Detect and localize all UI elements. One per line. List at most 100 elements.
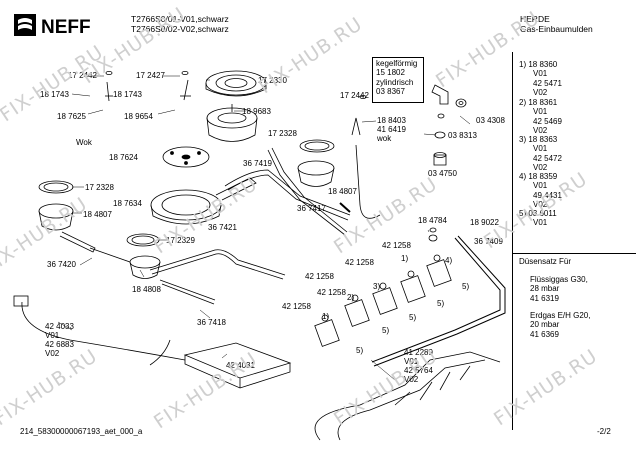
label-421258-c: 42 1258 [305, 272, 334, 281]
marker-5c: 5) [409, 313, 417, 322]
connector-plug [13, 295, 29, 307]
category-line-2: Gas-Einbaumulden [520, 24, 593, 34]
label-172442-b: 17 2442 [340, 91, 369, 100]
label-426883: 42 6883 [45, 340, 74, 349]
label-181743-a: 18 1743 [40, 90, 69, 99]
ignition-module [183, 342, 292, 389]
label-v01-b: V01 [45, 331, 60, 340]
doc-id: 214_58300000067193_aet_000_a [20, 427, 143, 436]
gas-pipe-1 [224, 169, 351, 216]
label-416419: 41 6419 [377, 125, 406, 134]
label-181743-b: 18 1743 [113, 90, 142, 99]
gas-valve-2 [344, 294, 370, 327]
small-burner-mid [89, 247, 161, 279]
marker-1: 1) [401, 254, 409, 263]
ignition-cable [21, 301, 186, 361]
small-nozzle [429, 227, 437, 233]
marker-5b: 5) [437, 299, 445, 308]
label-424033: 42 4033 [45, 322, 74, 331]
label-421258-b: 42 1258 [345, 258, 374, 267]
label-189683: 18 9683 [242, 107, 271, 116]
gas-valve-3 [372, 282, 398, 315]
label-wok-2: wok [377, 134, 392, 143]
marker-4: 4) [445, 256, 453, 265]
label-424031: 42 4031 [226, 361, 255, 370]
column-divider [512, 52, 513, 430]
label-189022: 18 9022 [470, 218, 499, 227]
label-421258-e: 42 1258 [282, 302, 311, 311]
ignition-harness [314, 351, 501, 441]
label-188403: 18 8403 [377, 116, 406, 125]
page-number: -2/2 [597, 427, 611, 436]
gas-valve-5 [426, 254, 452, 287]
marker-5e: 5) [356, 346, 364, 355]
marker-1b: 1) [322, 312, 330, 321]
wok-burner-cap [205, 70, 267, 97]
seal-ring-right [299, 139, 335, 153]
gas-pipe-nozzle-1 [339, 202, 351, 213]
label-184807-a: 18 4807 [83, 210, 112, 219]
nozzle-part [433, 152, 447, 166]
label-425764: 42 5764 [404, 366, 433, 375]
nozzle-set-lpg: Flüssiggas G30, 28 mbar 41 6319 [530, 275, 588, 303]
washer-2 [434, 131, 446, 139]
electrode-1 [106, 81, 110, 102]
model-line-2: T2766S0/02-V02,schwarz [131, 24, 229, 34]
parts-list-3: 3) 18 8363 V01 42 5472 V02 [519, 135, 562, 173]
list-separator [513, 253, 636, 254]
label-038313: 03 8313 [448, 131, 477, 140]
marker-5d: 5) [382, 326, 390, 335]
gas-manifold [371, 237, 501, 363]
nozzle-set-ng: Erdgas E/H G20, 20 mbar 41 6369 [530, 311, 591, 339]
label-034308: 03 4308 [476, 116, 505, 125]
label-v01-a: V01 [404, 357, 419, 366]
marker-3: 3) [373, 282, 381, 291]
small-burner-left [38, 203, 96, 253]
label-v02-a: V02 [404, 375, 419, 384]
marker-5: 5) [462, 282, 470, 291]
label-421258-a: 42 1258 [382, 241, 411, 250]
marker-2: 2) [347, 293, 355, 302]
label-184808: 18 4808 [132, 285, 161, 294]
wok-burner-base [206, 104, 258, 142]
label-172329: 17 2329 [166, 236, 195, 245]
label-367417: 36 7417 [297, 204, 326, 213]
label-367419: 36 7419 [243, 159, 272, 168]
label-187634: 18 7634 [113, 199, 142, 208]
label-v02-b: V02 [45, 349, 60, 358]
electrode-2 [183, 79, 189, 101]
label-184807-b: 18 4807 [328, 187, 357, 196]
label-367409: 36 7409 [474, 237, 503, 246]
parts-list-2: 2) 18 8361 V01 42 5469 V02 [519, 98, 562, 136]
label-367421: 36 7421 [208, 223, 237, 232]
parts-list-1: 1) 18 8360 V01 42 5471 V02 [519, 60, 562, 98]
thermocouple [355, 144, 381, 219]
gas-valve-4 [400, 270, 426, 303]
label-412289: 41 2289 [404, 348, 433, 357]
label-wok-1: Wok [76, 138, 92, 147]
label-367418: 36 7418 [197, 318, 226, 327]
label-034750: 03 4750 [428, 169, 457, 178]
label-184784: 18 4784 [418, 216, 447, 225]
model-line-1: T2766S0/01-V01,schwarz [131, 14, 229, 24]
label-172328-a: 17 2328 [85, 183, 114, 192]
washer-1 [437, 113, 445, 119]
label-421258-d: 42 1258 [317, 288, 346, 297]
label-187624: 18 7624 [109, 153, 138, 162]
label-172330: 17 2330 [258, 76, 287, 85]
label-189654: 18 9654 [124, 112, 153, 121]
nozzle-callout-text: kegelförmig 15 1802 zylindrisch 03 8367 [376, 59, 418, 97]
parts-list-5: 5) 03 6011 V01 [519, 209, 557, 228]
large-burner-plate [162, 146, 210, 168]
elbow-fitting [431, 84, 467, 108]
label-172427: 17 2427 [136, 71, 165, 80]
label-172442: 17 2442 [68, 71, 97, 80]
gas-valve-1 [314, 314, 340, 347]
label-172328-b: 17 2328 [268, 129, 297, 138]
label-187625: 18 7625 [57, 112, 86, 121]
nozzle-set-title: Düsensatz Für [519, 257, 572, 266]
label-367420: 36 7420 [47, 260, 76, 269]
category-line-1: HERDE [520, 14, 550, 24]
